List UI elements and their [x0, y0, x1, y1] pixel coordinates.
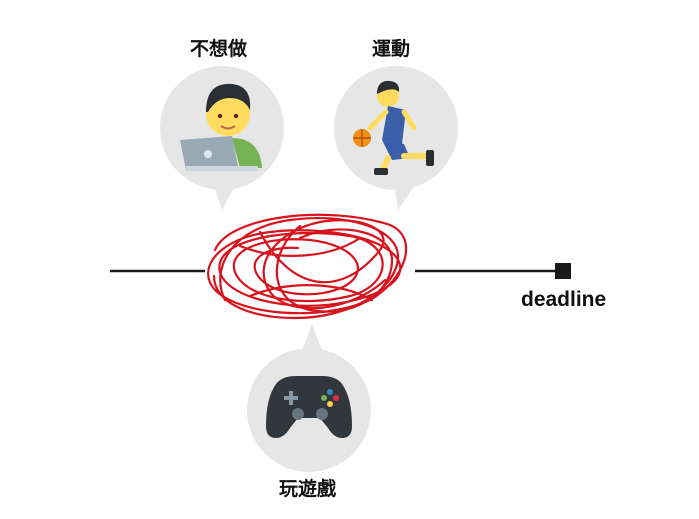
bubble-top-left [160, 66, 284, 210]
label-bottom: 玩遊戲 [279, 478, 337, 500]
scribble-tangle [207, 213, 408, 320]
deadline-label: deadline [521, 288, 607, 311]
bubble-bottom [247, 324, 371, 472]
deadline-marker [555, 263, 571, 279]
label-top-right: 運動 [372, 38, 411, 60]
video-game-controller-icon [266, 376, 352, 438]
bubble-top-right [334, 66, 458, 210]
label-top-left: 不想做 [190, 38, 248, 60]
person-bouncing-ball-icon [353, 80, 434, 175]
man-technologist-icon [180, 83, 262, 171]
